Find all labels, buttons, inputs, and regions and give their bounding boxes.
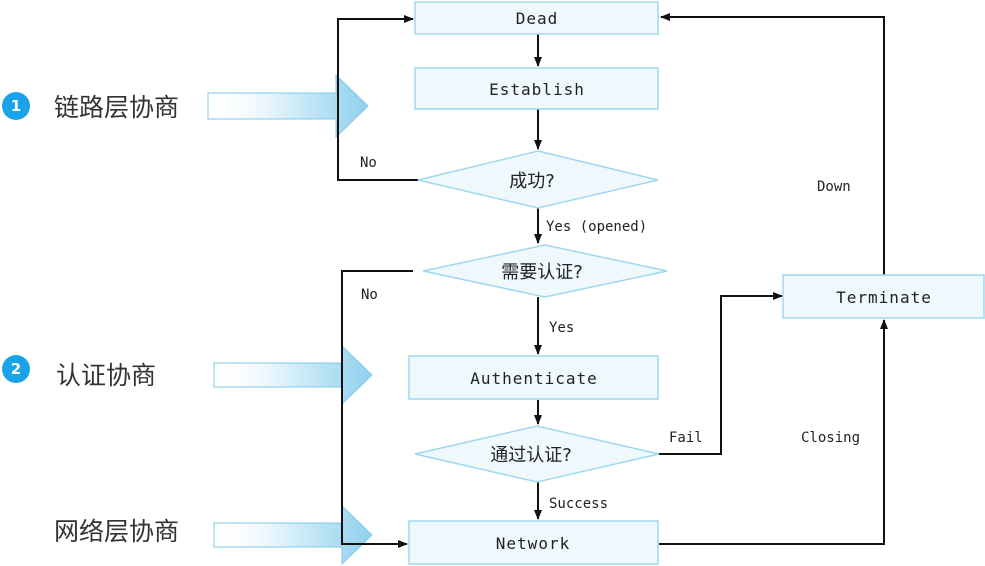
node-dead: Dead xyxy=(414,1,659,35)
stage-label-auth: 认证协商 xyxy=(56,361,156,390)
edge-no-network xyxy=(341,270,413,548)
stage-arrow-network xyxy=(213,504,373,566)
stage-network-layer: 网络层协商 xyxy=(54,504,373,566)
node-establish-label: Establish xyxy=(489,80,585,99)
edge-label-fail: Fail xyxy=(669,430,703,446)
edge-label-yes-opened: Yes (opened) xyxy=(546,219,647,235)
edge-label-no-2: No xyxy=(361,287,378,303)
node-terminate-label: Terminate xyxy=(836,288,932,307)
node-terminate: Terminate xyxy=(782,274,985,319)
node-establish: Establish xyxy=(414,67,659,110)
stage-arrow-auth xyxy=(213,344,373,406)
stage-link-layer: 1 链路层协商 xyxy=(2,73,369,139)
edge-label-down: Down xyxy=(817,179,851,195)
decision-need-auth: 需要认证? xyxy=(422,244,668,298)
node-dead-label: Dead xyxy=(516,9,559,28)
edge-fail-terminate xyxy=(659,292,783,455)
decision-success: 成功? xyxy=(417,150,659,209)
edge-label-yes: Yes xyxy=(549,320,574,336)
decision-need-auth-label: 需要认证? xyxy=(501,262,583,283)
decision-pass-auth: 通过认证? xyxy=(414,425,660,483)
node-network: Network xyxy=(408,520,659,565)
step-badge-number: 2 xyxy=(11,360,21,378)
edge-down-dead xyxy=(660,13,885,275)
node-authenticate: Authenticate xyxy=(408,355,659,400)
step-badge-number: 1 xyxy=(11,97,21,115)
step-badge-1 xyxy=(2,92,30,120)
edge-closing-terminate xyxy=(659,319,888,545)
node-network-label: Network xyxy=(496,534,570,553)
decision-success-label: 成功? xyxy=(509,171,555,192)
edge-label-closing: Closing xyxy=(801,430,860,446)
stage-label-link: 链路层协商 xyxy=(54,93,179,122)
edge-label-success: Success xyxy=(549,496,608,512)
stage-label-network: 网络层协商 xyxy=(54,517,179,546)
decision-pass-auth-label: 通过认证? xyxy=(490,445,572,466)
stage-arrow-link xyxy=(207,73,369,139)
edge-no-dead xyxy=(337,15,418,181)
node-authenticate-label: Authenticate xyxy=(470,369,598,388)
connectors xyxy=(337,13,888,548)
stage-authentication: 2 认证协商 xyxy=(2,344,373,406)
step-badge-2 xyxy=(2,355,30,383)
edge-label-no-1: No xyxy=(360,155,377,171)
